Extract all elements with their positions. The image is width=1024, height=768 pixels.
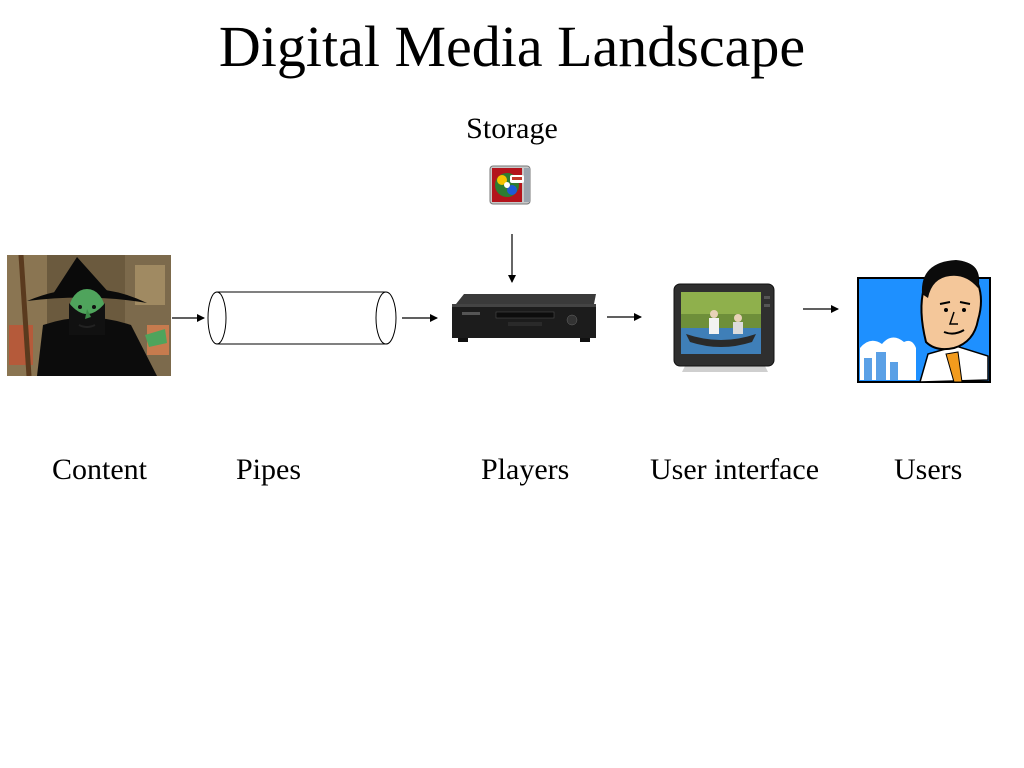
witch-photo bbox=[7, 255, 171, 376]
slide-title: Digital Media Landscape bbox=[218, 14, 806, 79]
man-cartoon-icon bbox=[857, 260, 991, 383]
users-label: Users bbox=[894, 453, 963, 486]
pipe-cylinder bbox=[207, 291, 397, 345]
cd-case-icon bbox=[489, 165, 531, 205]
pipes-label: Pipes bbox=[236, 453, 302, 486]
storage-label: Storage bbox=[466, 112, 558, 145]
content-label: Content bbox=[52, 453, 147, 486]
user-interface-label: User interface bbox=[650, 453, 820, 486]
television-icon bbox=[673, 283, 775, 372]
dvd-player-icon bbox=[452, 294, 596, 342]
players-label: Players bbox=[481, 453, 570, 486]
